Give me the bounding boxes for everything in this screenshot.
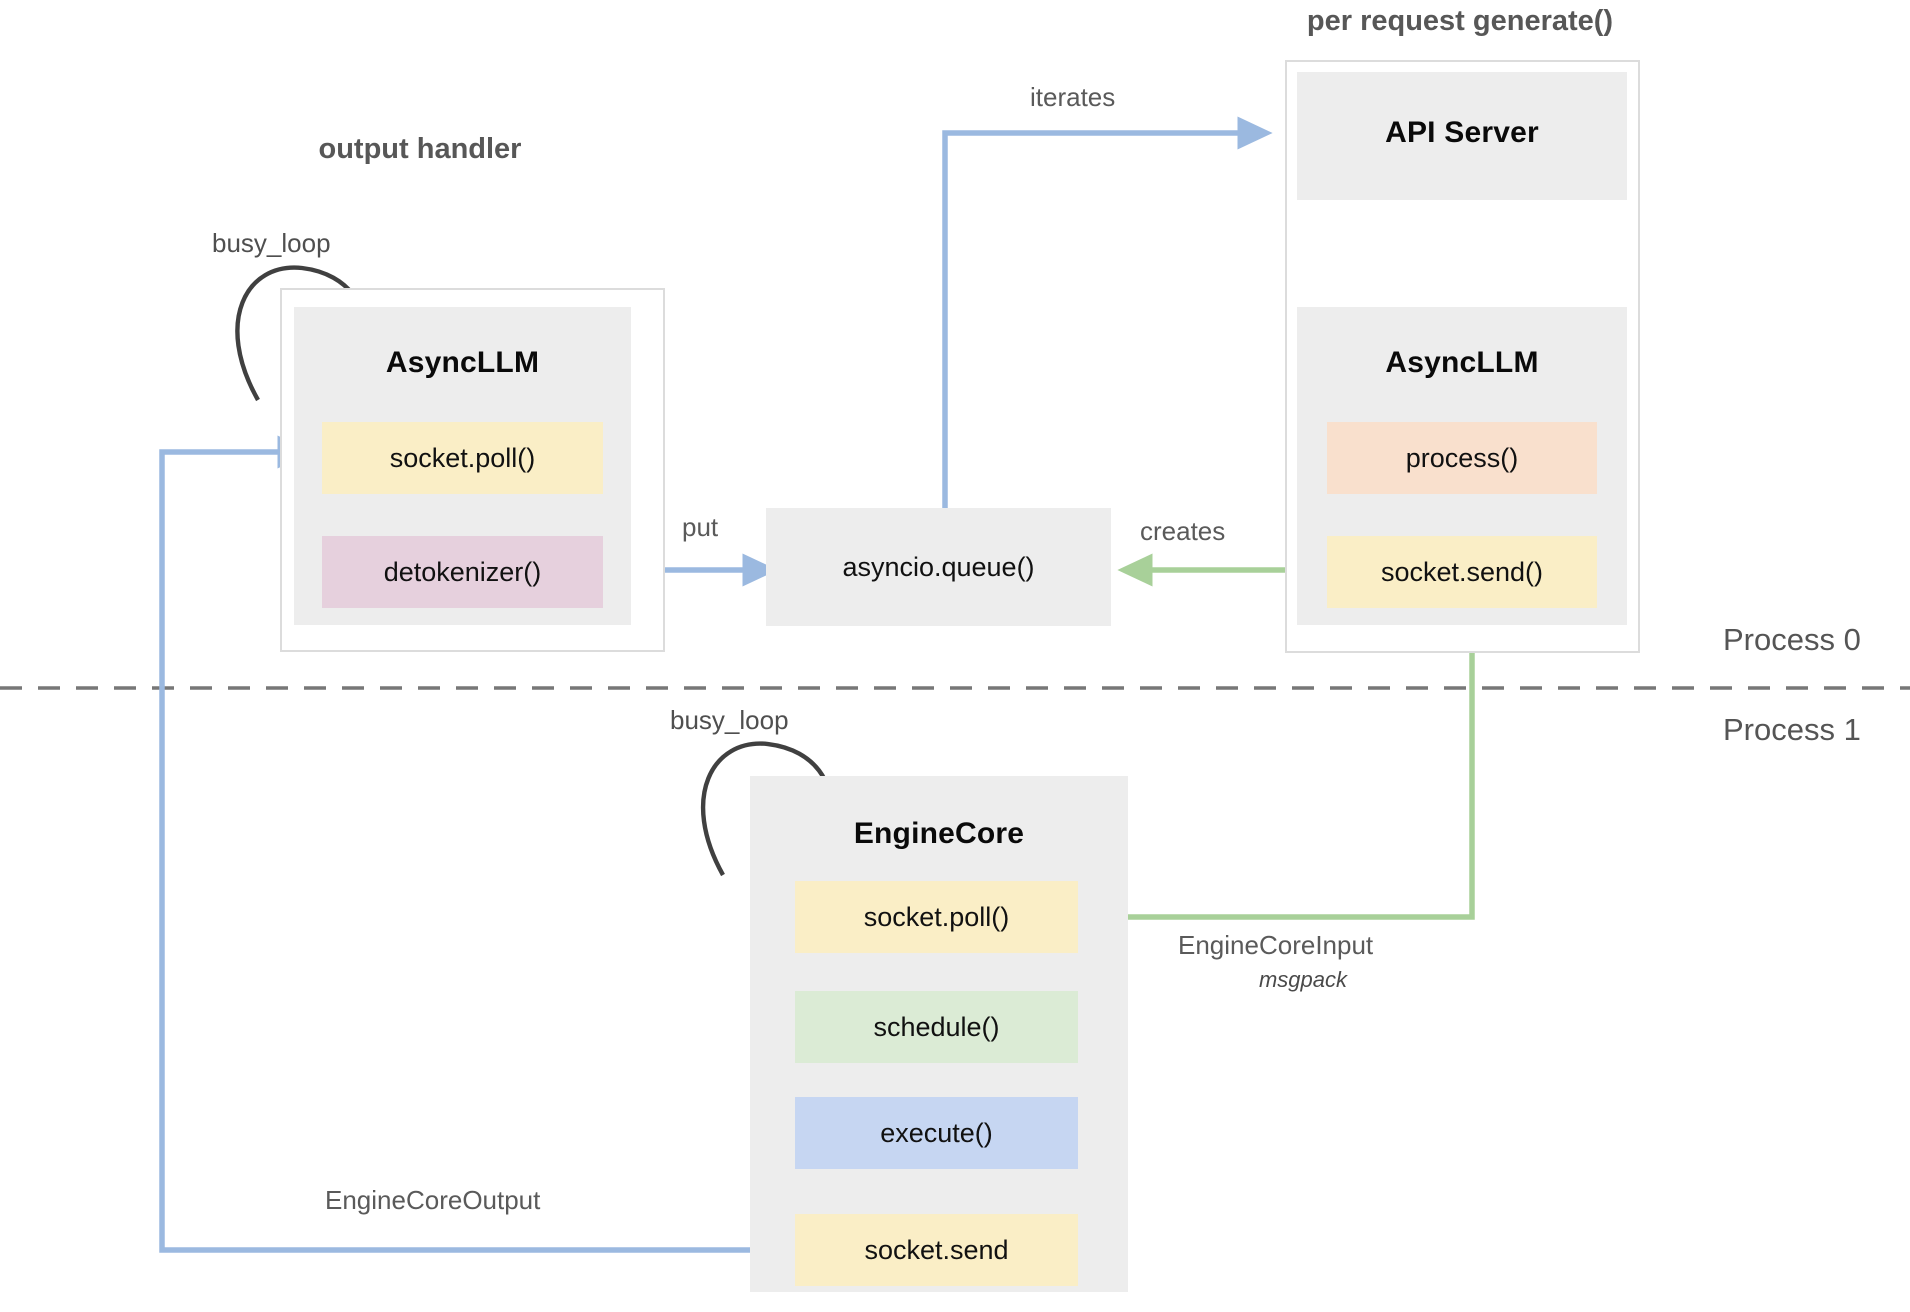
title-per-request-generate: per request generate() [1306, 5, 1614, 37]
process-label-top: Process 0 [1723, 622, 1861, 657]
label-creates: creates [1140, 516, 1226, 546]
sub-item-schedule[interactable]: schedule() [795, 991, 1078, 1063]
sub-item-socket-poll-left[interactable]: socket.poll() [322, 422, 603, 494]
node-title-api-server: API Server [1385, 116, 1539, 149]
node-api-server[interactable]: API Server [1297, 72, 1627, 200]
label-engine-core-output: EngineCoreOutput [325, 1185, 541, 1215]
label-busy-loop-engine: busy_loop [670, 705, 789, 735]
node-engine-core[interactable]: EngineCore socket.poll() schedule() exec… [750, 776, 1128, 1292]
sub-item-socket-poll-engine[interactable]: socket.poll() [795, 881, 1078, 953]
label-busy-loop-left: busy_loop [212, 228, 331, 258]
label-engine-core-input: EngineCoreInput [1178, 930, 1374, 960]
node-title-async-llm-right: AsyncLLM [1385, 346, 1539, 379]
node-title-async-llm-left: AsyncLLM [385, 346, 540, 379]
label-put: put [682, 512, 719, 542]
label-engine-core-input-sub: msgpack [1258, 967, 1348, 992]
sub-item-process[interactable]: process() [1327, 422, 1597, 494]
sub-item-detokenizer[interactable]: detokenizer() [322, 536, 603, 608]
sub-item-execute[interactable]: execute() [795, 1097, 1078, 1169]
title-output-handler: output handler [318, 133, 522, 165]
label-iterates: iterates [1030, 82, 1116, 112]
node-async-llm-left[interactable]: AsyncLLM socket.poll() detokenizer() [294, 307, 631, 625]
sub-item-socket-send-right[interactable]: socket.send() [1327, 536, 1597, 608]
edge-iterates [942, 116, 1273, 508]
node-title-engine-core: EngineCore [853, 817, 1025, 850]
sub-item-socket-send-engine[interactable]: socket.send [795, 1214, 1078, 1286]
process-label-bottom: Process 1 [1723, 712, 1861, 747]
node-asyncio-queue[interactable]: asyncio.queue() [766, 508, 1111, 626]
node-async-llm-right[interactable]: AsyncLLM process() socket.send() [1297, 307, 1627, 625]
